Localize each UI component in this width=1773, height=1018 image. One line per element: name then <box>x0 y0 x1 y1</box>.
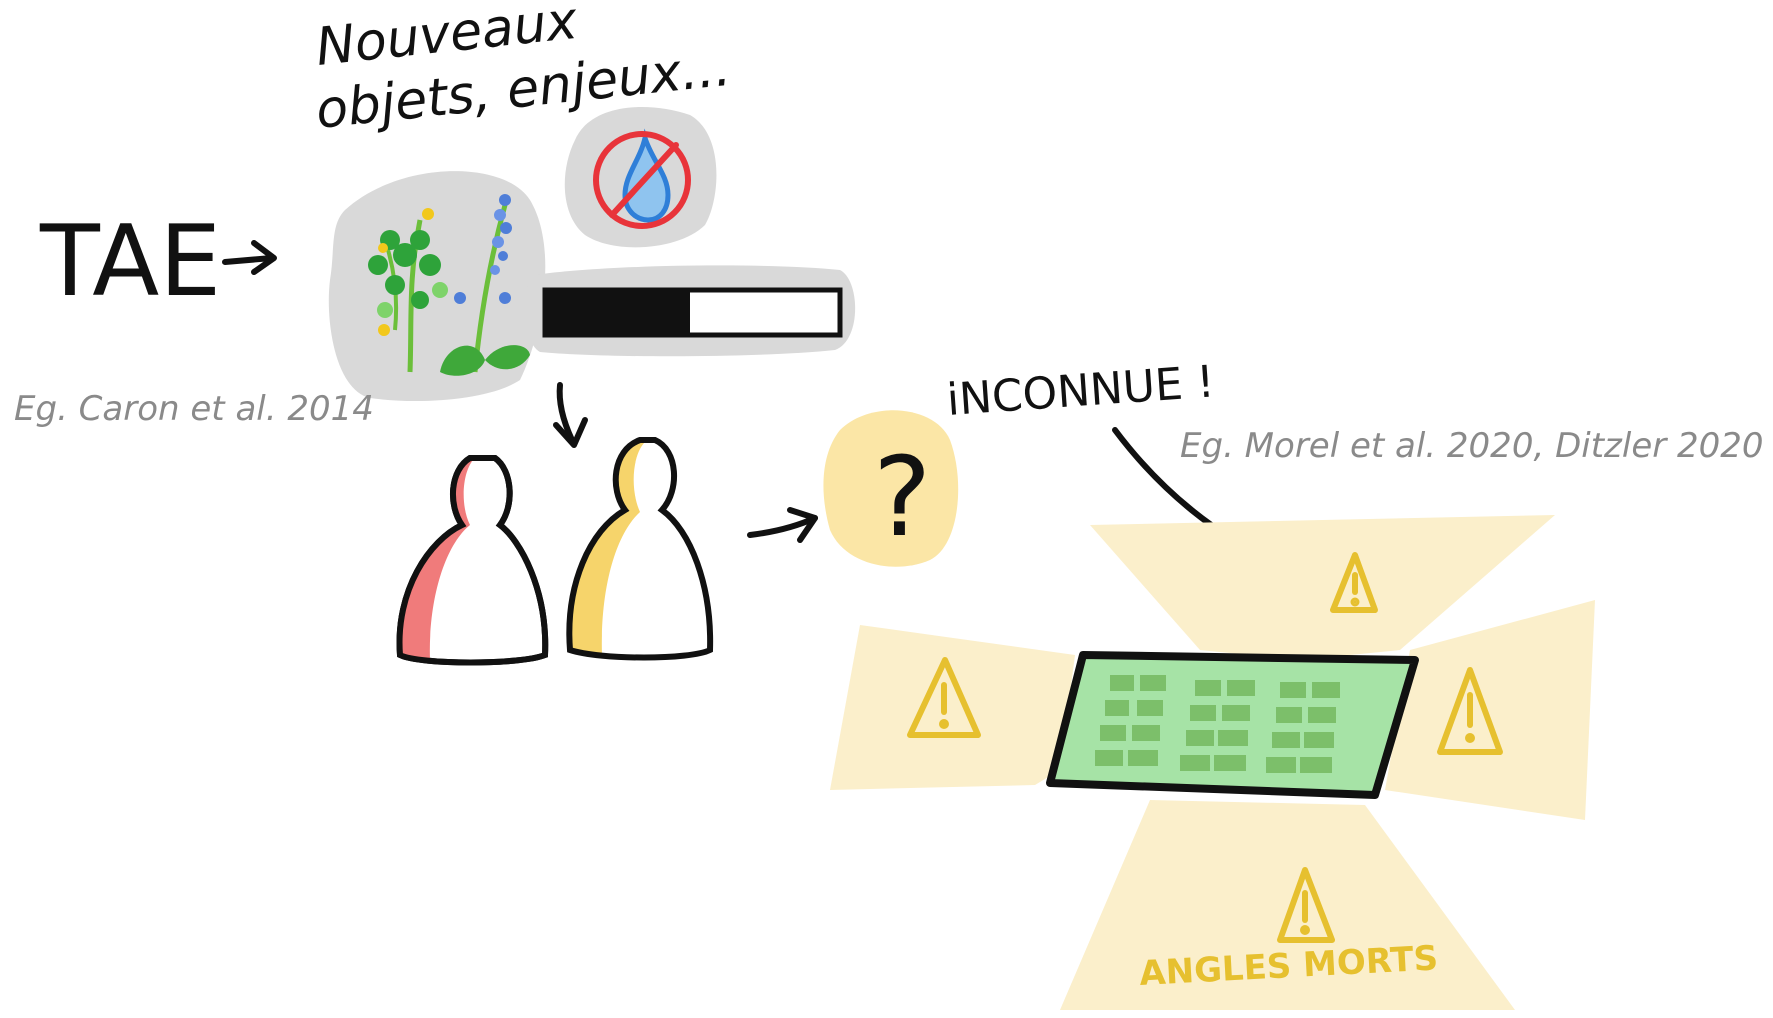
reference-caron: Eg. Caron et al. 2014 <box>14 389 374 429</box>
people-icon <box>396 437 714 666</box>
blind-spots-area <box>830 515 1595 1010</box>
screen-icon <box>1046 651 1419 799</box>
question-icon: ? <box>823 410 959 567</box>
warning-icon <box>1277 867 1335 943</box>
arrow-right-icon <box>747 507 818 543</box>
warning-icon <box>1437 667 1503 755</box>
warning-icon <box>907 657 981 738</box>
arrow-down-icon <box>553 382 588 448</box>
arrow-right-icon <box>222 240 277 275</box>
reference-morel: Eg. Morel et al. 2020, Ditzler 2020 <box>1180 426 1764 466</box>
tae-label: TAE <box>39 205 221 319</box>
warning-icon <box>1330 552 1378 613</box>
question-mark: ? <box>873 433 931 561</box>
inconnue-label: iNCONNUE ! <box>945 356 1216 426</box>
plant-icon <box>368 194 530 376</box>
progress-bar-icon <box>542 287 843 338</box>
no-water-icon <box>593 128 691 229</box>
